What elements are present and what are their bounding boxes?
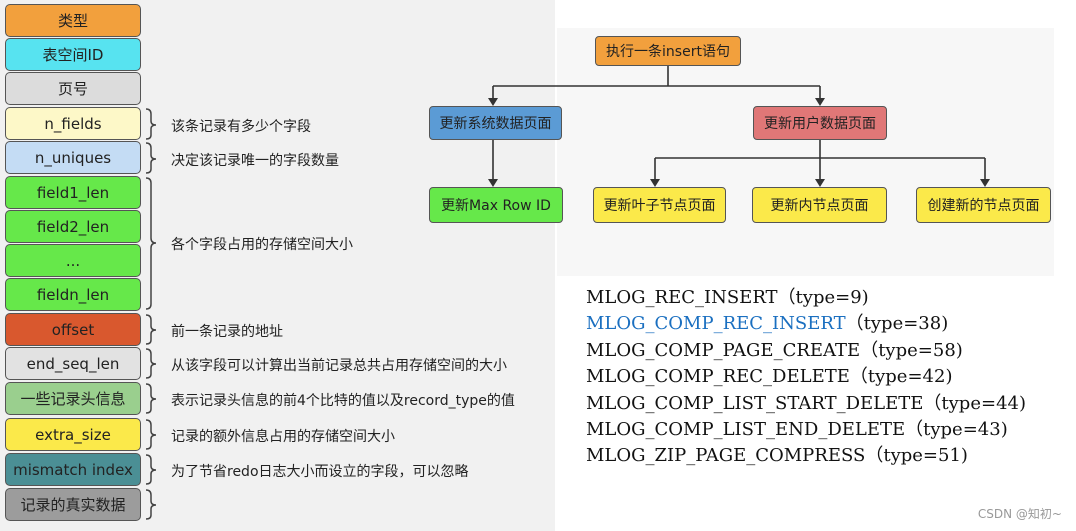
- mlog-item: MLOG_COMP_REC_DELETE（type=42): [586, 366, 953, 388]
- note-extra-size: 记录的额外信息占用的存储空间大小: [171, 429, 395, 445]
- note-n-uniques: 决定该记录唯一的字段数量: [171, 153, 339, 169]
- arrowhead-user: [815, 98, 825, 106]
- brace-end-seq-len: [145, 348, 157, 379]
- mlog-item: MLOG_ZIP_PAGE_COMPRESS（type=51): [586, 445, 968, 467]
- arrowhead-leaf: [650, 179, 660, 187]
- mlog-item: MLOG_COMP_LIST_START_DELETE（type=44): [586, 392, 1026, 414]
- field-extra-size: extra_size: [5, 418, 141, 451]
- insert-flow-panel: [557, 28, 1054, 276]
- note-n-fields: 该条记录有多少个字段: [171, 119, 311, 135]
- note-mismatch-index: 为了节省redo日志大小而设立的字段，可以忽略: [171, 464, 469, 480]
- field-record-header-info: 一些记录头信息: [5, 382, 141, 415]
- field-ellipsis: ...: [5, 244, 141, 277]
- brace-real-data: [145, 489, 157, 520]
- field-space-id: 表空间ID: [5, 38, 141, 71]
- node-update-leaf-page: 更新叶子节点页面: [593, 187, 726, 223]
- node-update-user-page: 更新用户数据页面: [753, 106, 887, 140]
- brace-n-fields: [145, 108, 157, 140]
- csdn-watermark: CSDN @知初~: [977, 507, 1062, 521]
- field-real-data: 记录的真实数据: [5, 488, 141, 521]
- field-end-seq-len: end_seq_len: [5, 347, 141, 380]
- note-offset: 前一条记录的地址: [171, 324, 283, 340]
- node-update-system-page: 更新系统数据页面: [429, 106, 562, 140]
- note-field-lens: 各个字段占用的存储空间大小: [171, 237, 353, 253]
- mlog-item: MLOG_REC_INSERT（type=9): [586, 287, 869, 308]
- arrowhead-new: [980, 179, 990, 187]
- brace-n-uniques: [145, 142, 157, 174]
- arrowhead-maxrowid: [488, 179, 498, 187]
- field-offset: offset: [5, 313, 141, 346]
- mlog-type-list: MLOG_REC_INSERT（type=9) MLOG_COMP_REC_IN…: [586, 285, 1026, 470]
- field-field1-len: field1_len: [5, 176, 141, 209]
- brace-field-lens: [145, 177, 157, 310]
- edge-user-to-children: [654, 140, 986, 181]
- node-execute-insert: 执行一条insert语句: [595, 36, 741, 66]
- edge-root-to-branches: [492, 66, 821, 100]
- note-header-info: 表示记录头信息的前4个比特的值以及record_type的值: [171, 393, 515, 409]
- field-type: 类型: [5, 4, 141, 37]
- note-end-seq-len: 从该字段可以计算出当前记录总共占用存储空间的大小: [171, 358, 507, 374]
- brace-mismatch: [145, 454, 157, 485]
- node-create-new-page: 创建新的节点页面: [916, 187, 1051, 223]
- arrowhead-inner: [815, 179, 825, 187]
- field-field2-len: field2_len: [5, 210, 141, 243]
- field-n-uniques: n_uniques: [5, 141, 141, 174]
- node-update-inner-page: 更新内节点页面: [752, 187, 887, 223]
- brace-offset: [145, 314, 157, 345]
- brace-extra-size: [145, 419, 157, 450]
- field-mismatch-index: mismatch index: [5, 453, 141, 486]
- brace-header-info: [145, 383, 157, 414]
- field-page-no: 页号: [5, 72, 141, 105]
- field-n-fields: n_fields: [5, 107, 141, 140]
- node-update-max-row-id: 更新Max Row ID: [429, 187, 563, 223]
- arrowhead-system: [488, 98, 498, 106]
- mlog-item-highlighted: MLOG_COMP_REC_INSERT（type=38): [586, 313, 949, 335]
- mlog-item: MLOG_COMP_LIST_END_DELETE（type=43): [586, 419, 1008, 441]
- mlog-item: MLOG_COMP_PAGE_CREATE（type=58): [586, 339, 963, 361]
- field-fieldn-len: fieldn_len: [5, 278, 141, 311]
